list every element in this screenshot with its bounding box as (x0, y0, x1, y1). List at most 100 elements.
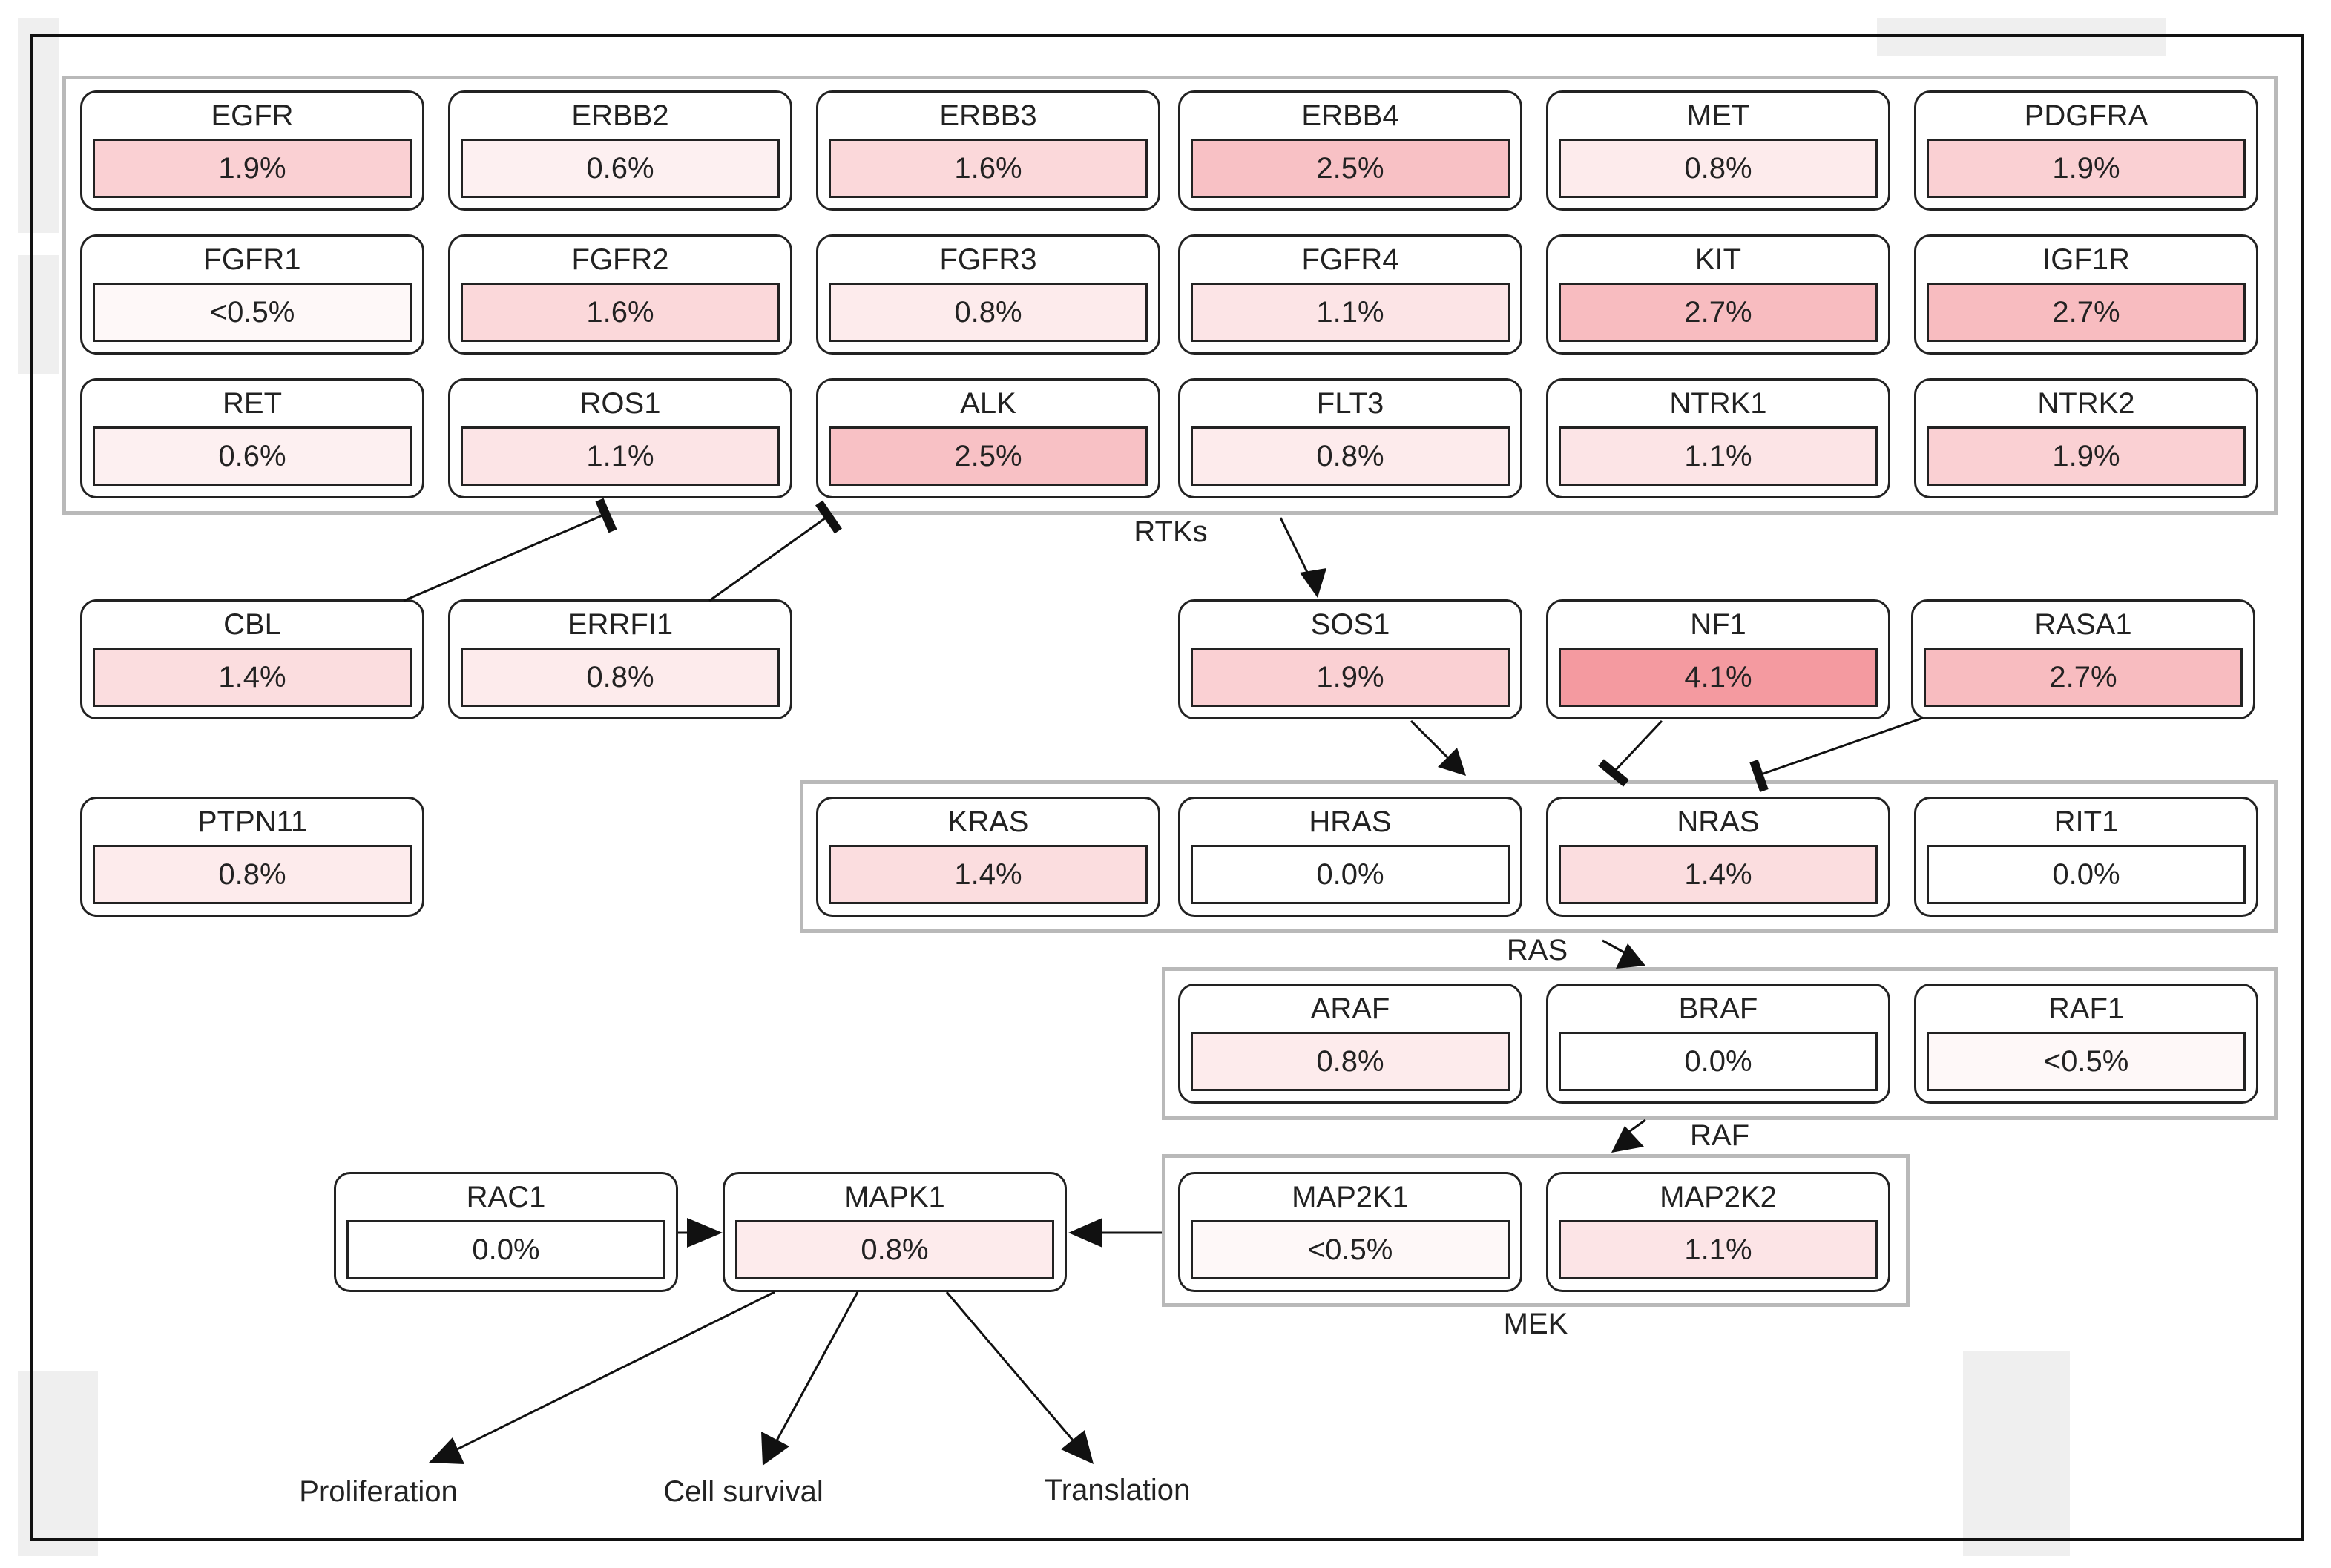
gene-name: HRAS (1309, 806, 1392, 838)
gene-node-erbb3[interactable]: ERBB3 1.6% (816, 90, 1160, 211)
group-raf (1162, 967, 2278, 1120)
alteration-frequency: 1.1% (461, 426, 780, 486)
alteration-frequency: 1.9% (1927, 426, 2246, 486)
alteration-frequency: 0.8% (829, 283, 1148, 342)
alteration-frequency: 1.9% (1191, 648, 1510, 707)
group-ras (800, 780, 2278, 933)
gene-name: ERBB2 (571, 99, 669, 132)
gene-name: FGFR2 (571, 243, 669, 276)
gene-node-egfr[interactable]: EGFR 1.9% (80, 90, 424, 211)
gene-node-raf1[interactable]: RAF1 <0.5% (1914, 984, 2258, 1104)
alteration-frequency: 1.4% (93, 648, 412, 707)
gene-node-kit[interactable]: KIT 2.7% (1546, 234, 1890, 355)
edge-rasa1-inhibits-ras (1749, 717, 1924, 792)
gene-name: MAP2K2 (1660, 1181, 1777, 1213)
outcome-cell-survival: Cell survival (663, 1475, 823, 1508)
group-rtks (62, 76, 2278, 515)
group-mek (1162, 1154, 1910, 1307)
gene-node-map2k1[interactable]: MAP2K1 <0.5% (1178, 1172, 1522, 1292)
gene-node-braf[interactable]: BRAF 0.0% (1546, 984, 1890, 1104)
alteration-frequency: <0.5% (1927, 1032, 2246, 1091)
gene-node-flt3[interactable]: FLT3 0.8% (1178, 378, 1522, 498)
alteration-frequency: <0.5% (1191, 1220, 1510, 1279)
edge-rac1-to-mapk1 (678, 1218, 723, 1248)
gene-node-rac1[interactable]: RAC1 0.0% (334, 1172, 678, 1292)
gene-node-errfi1[interactable]: ERRFI1 0.8% (448, 599, 792, 719)
gene-name: FGFR4 (1301, 243, 1399, 276)
gene-node-fgfr4[interactable]: FGFR4 1.1% (1178, 234, 1522, 355)
diagram-frame (30, 34, 2304, 1541)
group-label-ras: RAS (1506, 934, 1568, 966)
gene-name: RAC1 (466, 1181, 546, 1213)
gene-name: ERBB4 (1301, 99, 1399, 132)
alteration-frequency: 1.4% (1559, 845, 1878, 904)
gene-node-kras[interactable]: KRAS 1.4% (816, 797, 1160, 917)
gene-name: BRAF (1678, 992, 1758, 1025)
edge-mapk1-to-translation (945, 1291, 1094, 1464)
alteration-frequency: 0.0% (1927, 845, 2246, 904)
gene-node-fgfr1[interactable]: FGFR1 <0.5% (80, 234, 424, 355)
gene-name: EGFR (211, 99, 294, 132)
gene-node-rit1[interactable]: RIT1 0.0% (1914, 797, 2258, 917)
gene-node-ntrk2[interactable]: NTRK2 1.9% (1914, 378, 2258, 498)
gene-name: KRAS (947, 806, 1029, 838)
gene-node-erbb2[interactable]: ERBB2 0.6% (448, 90, 792, 211)
alteration-frequency: 1.1% (1559, 426, 1878, 486)
alteration-frequency: 1.6% (829, 139, 1148, 198)
gene-node-erbb4[interactable]: ERBB4 2.5% (1178, 90, 1522, 211)
alteration-frequency: 0.8% (93, 845, 412, 904)
alteration-frequency: 2.7% (1924, 648, 2243, 707)
gene-node-ntrk1[interactable]: NTRK1 1.1% (1546, 378, 1890, 498)
gene-node-araf[interactable]: ARAF 0.8% (1178, 984, 1522, 1104)
gene-node-map2k2[interactable]: MAP2K2 1.1% (1546, 1172, 1890, 1292)
gene-node-mapk1[interactable]: MAPK1 0.8% (723, 1172, 1067, 1292)
gene-name: RAF1 (2048, 992, 2125, 1025)
alteration-frequency: 0.0% (1559, 1032, 1878, 1091)
gene-name: ROS1 (579, 387, 661, 420)
alteration-frequency: 2.5% (1191, 139, 1510, 198)
gene-node-ros1[interactable]: ROS1 1.1% (448, 378, 792, 498)
alteration-frequency: 0.6% (461, 139, 780, 198)
group-label-mek: MEK (1503, 1308, 1568, 1340)
gene-node-fgfr3[interactable]: FGFR3 0.8% (816, 234, 1160, 355)
gene-node-fgfr2[interactable]: FGFR2 1.6% (448, 234, 792, 355)
gene-name: RET (223, 387, 282, 420)
corner-shade-bottom-right (1963, 1351, 2070, 1556)
gene-name: ARAF (1310, 992, 1390, 1025)
edge-mapk1-to-cell-survival (761, 1291, 859, 1466)
gene-name: ERBB3 (939, 99, 1037, 132)
gene-node-ret[interactable]: RET 0.6% (80, 378, 424, 498)
gene-name: FGFR1 (203, 243, 301, 276)
alteration-frequency: 1.4% (829, 845, 1148, 904)
gene-name: NRAS (1677, 806, 1760, 838)
gene-name: ALK (960, 387, 1016, 420)
gene-name: FGFR3 (939, 243, 1037, 276)
gene-node-nf1[interactable]: NF1 4.1% (1546, 599, 1890, 719)
gene-node-alk[interactable]: ALK 2.5% (816, 378, 1160, 498)
gene-node-hras[interactable]: HRAS 0.0% (1178, 797, 1522, 917)
alteration-frequency: 0.0% (346, 1220, 665, 1279)
alteration-frequency: <0.5% (93, 283, 412, 342)
edge-mek-to-mapk1 (1068, 1218, 1162, 1248)
gene-name: SOS1 (1310, 608, 1390, 641)
gene-node-sos1[interactable]: SOS1 1.9% (1178, 599, 1522, 719)
edge-nf1-inhibits-ras (1598, 719, 1663, 787)
gene-node-cbl[interactable]: CBL 1.4% (80, 599, 424, 719)
group-label-raf: RAF (1690, 1119, 1749, 1152)
group-label-rtks: RTKs (1134, 515, 1208, 548)
alteration-frequency: 1.9% (93, 139, 412, 198)
alteration-frequency: 2.7% (1559, 283, 1878, 342)
gene-name: FLT3 (1316, 387, 1384, 420)
gene-node-met[interactable]: MET 0.8% (1546, 90, 1890, 211)
edge-cbl-inhibits-rtks (403, 498, 617, 602)
alteration-frequency: 0.8% (1191, 426, 1510, 486)
gene-name: PTPN11 (197, 806, 308, 838)
gene-node-igf1r[interactable]: IGF1R 2.7% (1914, 234, 2258, 355)
gene-node-rasa1[interactable]: RASA1 2.7% (1911, 599, 2255, 719)
gene-name: CBL (223, 608, 281, 641)
gene-node-nras[interactable]: NRAS 1.4% (1546, 797, 1890, 917)
alteration-frequency: 1.1% (1559, 1220, 1878, 1279)
gene-node-pdgfra[interactable]: PDGFRA 1.9% (1914, 90, 2258, 211)
gene-node-ptpn11[interactable]: PTPN11 0.8% (80, 797, 424, 917)
